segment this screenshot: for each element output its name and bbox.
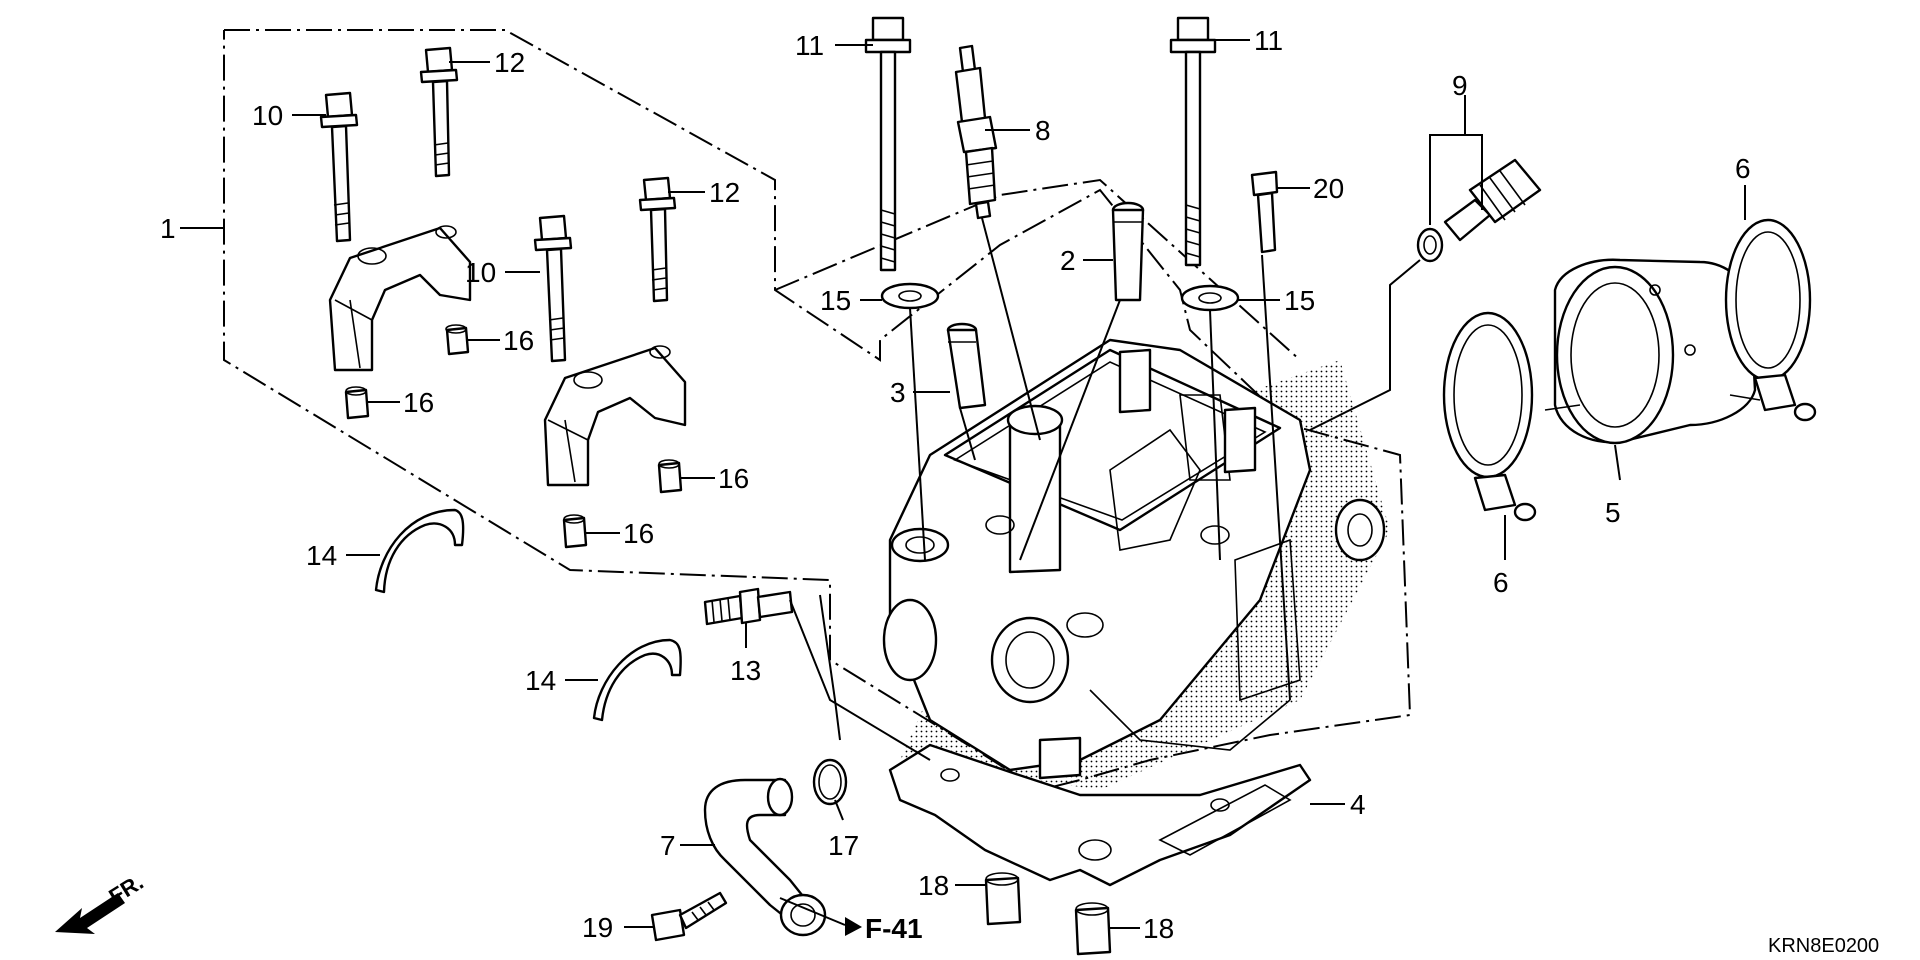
callout-12-upper: 12 xyxy=(494,47,525,78)
bolt-10-lower xyxy=(533,214,573,363)
callout-13: 13 xyxy=(730,655,761,686)
dowel-pin-2 xyxy=(344,386,370,420)
callout-8: 8 xyxy=(1035,115,1051,146)
dowel-pin-18-right xyxy=(1074,902,1112,956)
long-bolt-right xyxy=(1169,16,1217,267)
cylinder-head xyxy=(882,338,1390,790)
callout-12-lower: 12 xyxy=(709,177,740,208)
washer-left xyxy=(880,282,940,310)
front-direction-marker: FR. xyxy=(55,869,148,934)
intake-insulator xyxy=(1544,258,1761,445)
valve-guide-2 xyxy=(1111,201,1145,302)
sensor-washer xyxy=(1416,227,1444,263)
assembly-1-boundary xyxy=(223,29,1412,792)
callout-3: 3 xyxy=(890,377,906,408)
callout-labels: 1 2 3 4 5 6 6 7 8 9 10 10 11 11 12 12 13… xyxy=(160,25,1751,944)
callout-9: 9 xyxy=(1452,70,1468,101)
temperature-sensor xyxy=(1443,158,1542,242)
dowel-pin-3 xyxy=(657,459,683,494)
hose-clamp-left xyxy=(1442,311,1537,522)
front-arrow-icon xyxy=(55,893,125,934)
dowel-pin-18-left xyxy=(984,872,1022,926)
reference-label: F-41 xyxy=(865,913,923,944)
cylinder-head-gasket xyxy=(888,743,1312,887)
long-bolt-left xyxy=(864,16,912,272)
callout-4: 4 xyxy=(1350,789,1366,820)
callout-11-right: 11 xyxy=(1254,25,1283,56)
camshaft-holder-lower xyxy=(543,345,687,487)
callout-16-d: 16 xyxy=(623,518,654,549)
hose-clamp-right xyxy=(1724,218,1817,422)
callout-14-lower: 14 xyxy=(525,665,556,696)
callout-16-c: 16 xyxy=(718,463,749,494)
dowel-pin-4 xyxy=(562,514,588,549)
stud-13 xyxy=(703,587,794,626)
dowel-pin-1 xyxy=(445,324,470,356)
callout-5: 5 xyxy=(1605,497,1621,528)
callout-10-upper: 10 xyxy=(252,100,283,131)
callout-19: 19 xyxy=(582,912,613,943)
callout-6-right: 6 xyxy=(1735,153,1751,184)
callout-1: 1 xyxy=(160,213,176,244)
bolt-10-upper xyxy=(319,91,359,243)
callout-20: 20 xyxy=(1313,173,1344,204)
diagram-code: KRN8E0200 xyxy=(1768,935,1879,957)
washer-right xyxy=(1180,284,1240,312)
cylinder-head-boundary xyxy=(774,178,1301,361)
small-bolt-20 xyxy=(1250,170,1279,254)
cam-clip-upper xyxy=(374,508,465,594)
callout-15-right: 15 xyxy=(1284,285,1315,316)
camshaft-holder-upper xyxy=(328,225,472,372)
callout-2: 2 xyxy=(1060,245,1076,276)
callout-18-right: 18 xyxy=(1143,913,1174,944)
water-elbow xyxy=(703,777,827,937)
leader-lines xyxy=(180,39,1746,936)
callout-15-left: 15 xyxy=(820,285,851,316)
callout-18-left: 18 xyxy=(918,870,949,901)
callout-16-a: 16 xyxy=(503,325,534,356)
bolt-12-upper xyxy=(419,46,459,178)
callout-14-upper: 14 xyxy=(306,540,337,571)
cam-clip-lower xyxy=(592,638,682,722)
callout-10-lower: 10 xyxy=(465,257,496,288)
callout-7: 7 xyxy=(660,830,676,861)
spark-plug xyxy=(954,44,998,220)
callout-11-left: 11 xyxy=(795,30,824,61)
callout-17: 17 xyxy=(828,830,859,861)
callout-6-left: 6 xyxy=(1493,567,1509,598)
bolt-12-lower xyxy=(638,176,677,303)
flange-bolt-19 xyxy=(650,891,728,942)
valve-guide-3 xyxy=(946,322,987,410)
callout-16-b: 16 xyxy=(403,387,434,418)
